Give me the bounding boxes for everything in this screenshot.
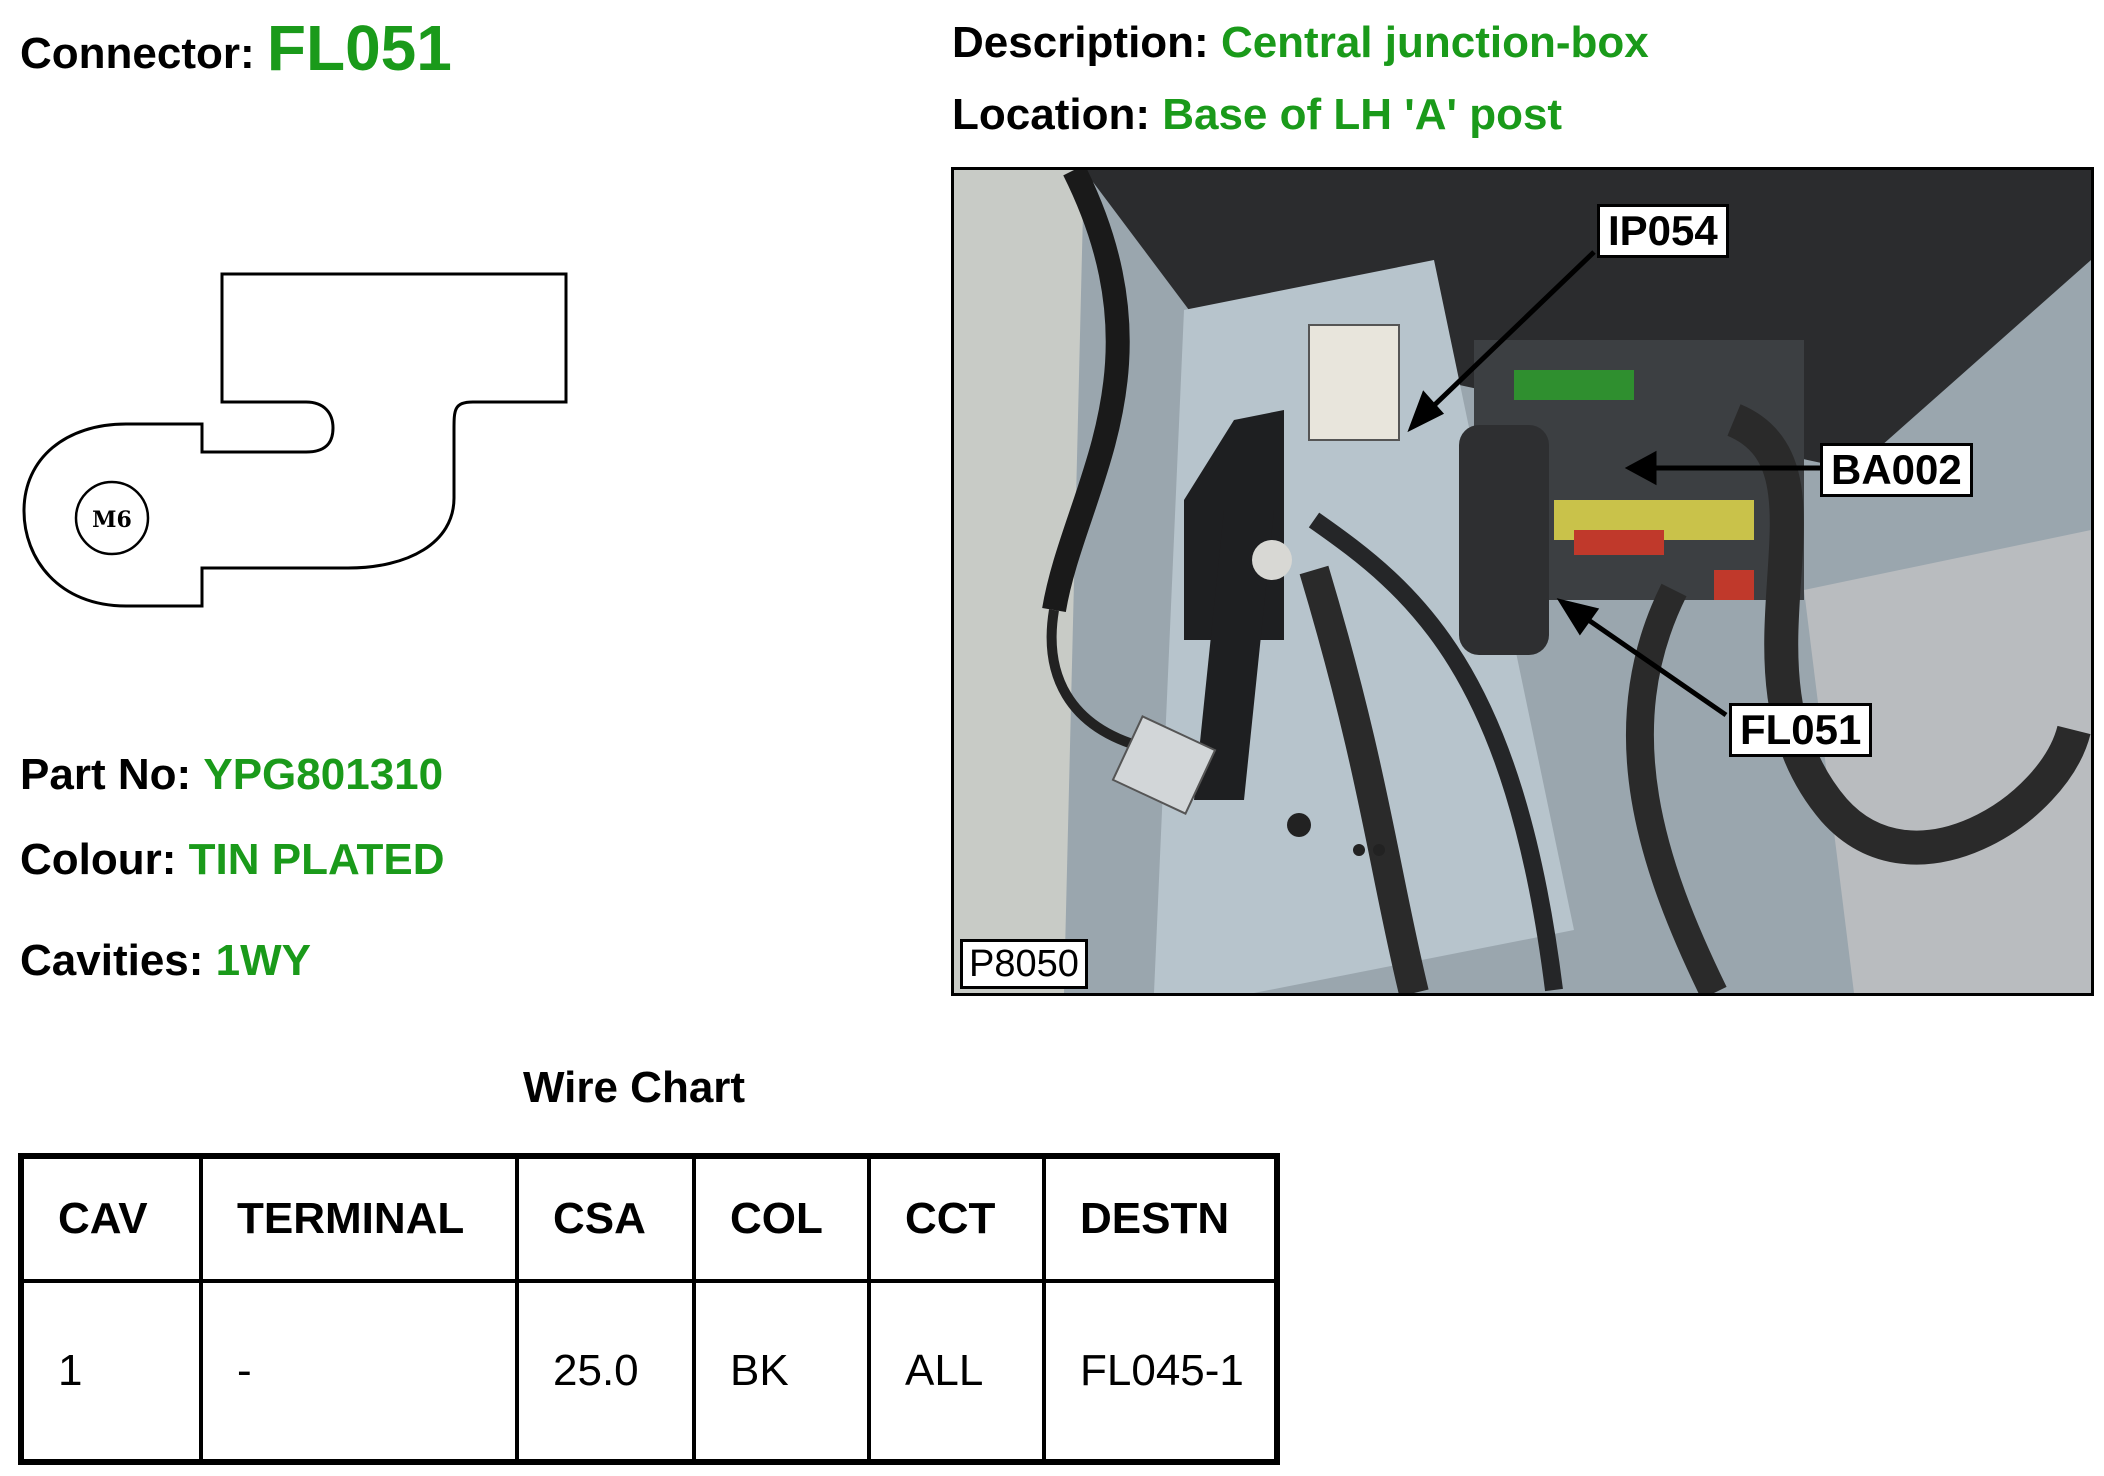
description-line: Description: Central junction-box [952,16,1649,70]
connector-value: FL051 [266,12,452,84]
table-row: 1 - 25.0 BK ALL FL045-1 [19,1279,1279,1464]
colour-line: Colour: TIN PLATED [20,833,444,887]
cavities-line: Cavities: 1WY [20,934,311,988]
stud-hole [74,480,150,556]
cell-cct: ALL [867,1279,1046,1464]
description-label: Description: [952,18,1209,67]
location-label: Location: [952,90,1150,139]
description-value: Central junction-box [1220,18,1649,67]
colour-value: TIN PLATED [188,835,445,884]
part-no-label: Part No: [20,750,192,799]
header-terminal: TERMINAL [199,1154,519,1283]
stud-label: M6 [92,507,132,533]
location-value: Base of LH 'A' post [1162,90,1563,139]
header-cav: CAV [19,1154,203,1283]
terminal-outline [22,272,568,608]
colour-label: Colour: [20,835,177,884]
wire-chart-table: CAV TERMINAL CSA COL CCT DESTN 1 - 25.0 … [18,1153,1280,1465]
callout-fl051: FL051 [1729,703,1873,757]
photo-reference: P8050 [960,939,1088,989]
callout-ip054: IP054 [1597,204,1729,258]
wire-chart-title: Wire Chart [523,1063,746,1112]
cell-terminal: - [199,1279,519,1464]
callout-ba002: BA002 [1820,443,1973,497]
terminal-outline-diagram: M6 [22,272,568,608]
table-header-row: CAV TERMINAL CSA COL CCT DESTN [19,1154,1279,1283]
header-csa: CSA [515,1154,696,1283]
part-no-line: Part No: YPG801310 [20,748,443,802]
cell-col: BK [692,1279,871,1464]
cavities-value: 1WY [215,936,312,985]
cell-destn: FL045-1 [1042,1279,1279,1464]
header-cct: CCT [867,1154,1046,1283]
cell-csa: 25.0 [515,1279,696,1464]
cavities-label: Cavities: [20,936,204,985]
location-photo: IP054 BA002 FL051 P8050 [951,167,2094,996]
connector-label: Connector: [20,29,255,78]
part-no-value: YPG801310 [203,750,444,799]
cell-cav: 1 [19,1279,203,1464]
photo-illustration [954,170,2091,993]
connector-line: Connector: FL051 [20,8,452,94]
location-line: Location: Base of LH 'A' post [952,88,1562,142]
ip054-connector [1308,324,1400,441]
header-destn: DESTN [1042,1154,1279,1283]
header-col: COL [692,1154,871,1283]
